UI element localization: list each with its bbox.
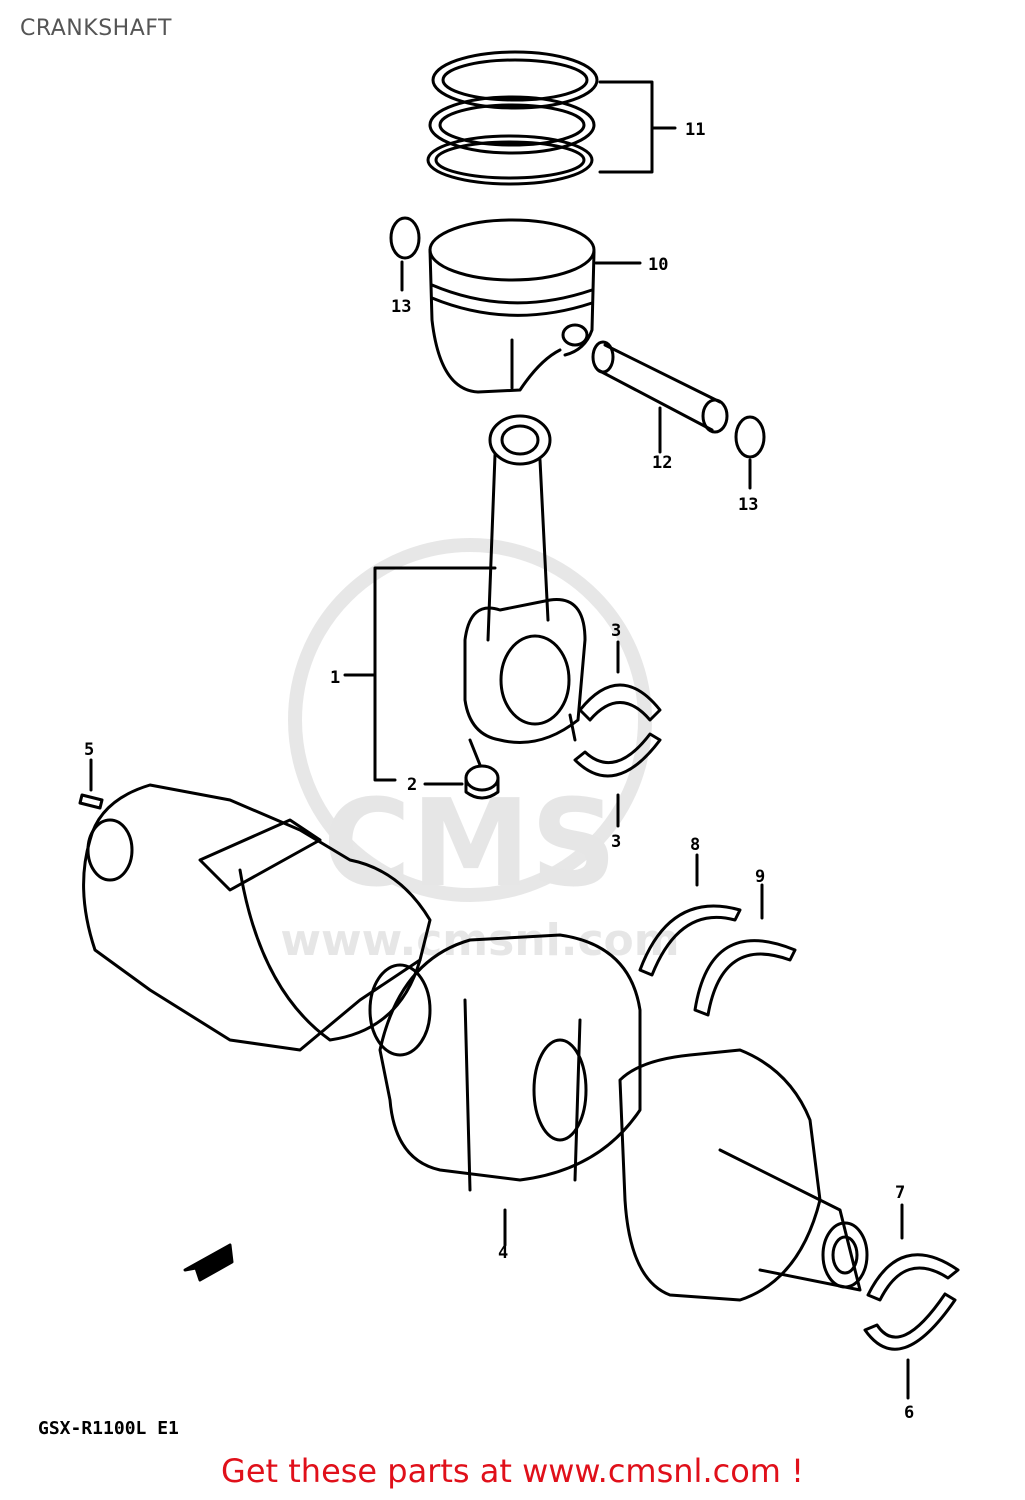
callout-11: 11 (685, 120, 705, 140)
callout-1: 1 (330, 668, 340, 688)
conrod-bearings (573, 640, 662, 828)
piston-pin-clip-top (389, 216, 421, 292)
callout-3-lower: 3 (611, 832, 621, 852)
callout-labels: 1 2 3 3 4 5 6 7 8 9 10 11 12 13 13 (84, 120, 914, 1423)
callout-10: 10 (648, 255, 668, 275)
crankshaft (82, 783, 869, 1302)
callout-2: 2 (407, 775, 417, 795)
callout-13-upper: 13 (391, 297, 411, 317)
callout-7: 7 (895, 1183, 905, 1203)
callout-13-lower: 13 (738, 495, 758, 515)
piston-rings (426, 50, 677, 186)
callout-6: 6 (904, 1403, 914, 1423)
callout-4: 4 (498, 1243, 508, 1263)
callout-3-upper: 3 (611, 621, 621, 641)
cms-watermark: CMS www.cmsnl.com (280, 538, 680, 966)
callout-9: 9 (755, 867, 765, 887)
page-title: CRANKSHAFT (20, 16, 172, 41)
callout-12: 12 (652, 453, 672, 473)
dowel-pin (78, 758, 104, 810)
front-arrow-icon (183, 1243, 234, 1282)
connecting-rod (343, 414, 587, 782)
crank-main-bearings (863, 1203, 960, 1400)
piston-pin-clip-bottom (734, 415, 766, 490)
conrod-nut (423, 764, 500, 800)
model-code: GSX-R1100L E1 (38, 1418, 179, 1439)
promo-link[interactable]: Get these parts at www.cmsnl.com ! (221, 1452, 804, 1490)
piston (428, 218, 642, 394)
piston-pin (591, 340, 729, 454)
crank-thrust-bearings (638, 853, 797, 1017)
watermark-logo-text: CMS (323, 775, 617, 914)
callout-8: 8 (690, 835, 700, 855)
callout-5: 5 (84, 740, 94, 760)
